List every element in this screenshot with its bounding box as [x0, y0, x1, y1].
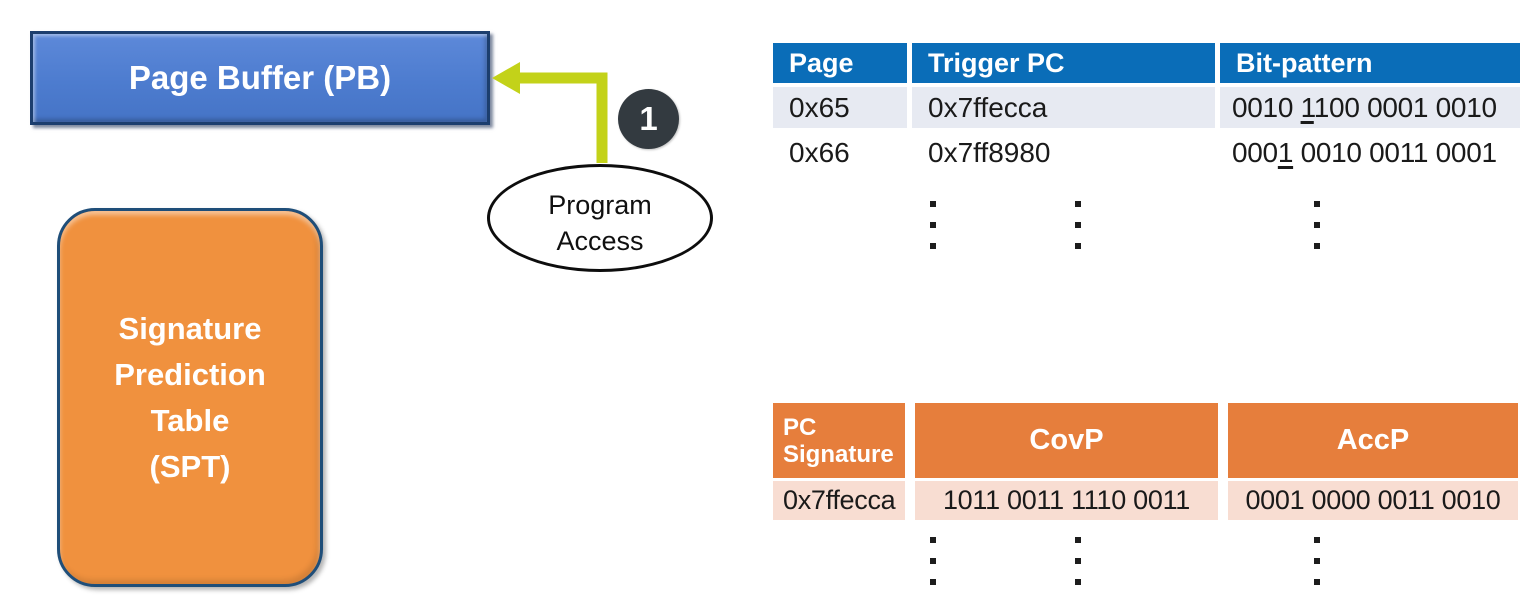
header-cell-accp: AccP — [1228, 403, 1518, 478]
table-header-row: PC Signature CovP AccP — [773, 403, 1518, 478]
table-row: 0x66 0x7ff8980 0001 0010 0011 0001 — [773, 128, 1520, 173]
header-cell-page: Page — [773, 43, 912, 83]
table-cell-trigger-pc: 0x7ffecca — [912, 83, 1220, 128]
spt-box: Signature Prediction Table (SPT) — [57, 208, 323, 587]
header-cell-pc-signature: PC Signature — [773, 403, 915, 478]
table-cell-bit-pattern: 0010 1100 0001 0010 — [1220, 83, 1520, 128]
table-cell-pc-signature: 0x7ffecca — [773, 478, 915, 520]
table-row: 0x7ffecca 1011 0011 1110 0011 0001 0000 … — [773, 478, 1518, 520]
page-buffer-label: Page Buffer (PB) — [128, 59, 392, 96]
program-access-label-line1: Program — [548, 190, 652, 220]
page-buffer-box: Page Buffer (PB) — [30, 31, 490, 125]
table-row: 0x65 0x7ffecca 0010 1100 0001 0010 — [773, 83, 1520, 128]
vertical-ellipsis-icon — [930, 537, 936, 585]
bit-pattern-post: 100 0001 0010 — [1313, 91, 1497, 123]
bit-pattern-underlined-bit: 1 — [1277, 136, 1294, 168]
trigger-pc-table: Page Trigger PC Bit-pattern 0x65 0x7ffec… — [773, 43, 1520, 173]
header-cell-covp: CovP — [915, 403, 1228, 478]
spt-table: PC Signature CovP AccP 0x7ffecca 1011 00… — [773, 403, 1518, 520]
table-cell-page: 0x66 — [773, 128, 912, 173]
table-cell-page: 0x65 — [773, 83, 912, 128]
vertical-ellipsis-icon — [1314, 201, 1320, 249]
table-cell-bit-pattern: 0001 0010 0011 0001 — [1220, 128, 1520, 173]
bit-pattern-underlined-bit: 1 — [1300, 91, 1315, 123]
header-cell-trigger-pc: Trigger PC — [912, 43, 1220, 83]
vertical-ellipsis-icon — [1075, 201, 1081, 249]
spt-label-line: Table — [150, 402, 230, 438]
program-access-label-line2: Access — [556, 226, 644, 256]
bit-pattern-post: 0010 0011 0001 — [1293, 136, 1497, 168]
step-1-badge-label: 1 — [639, 100, 658, 137]
vertical-ellipsis-icon — [930, 201, 936, 249]
table-header-row: Page Trigger PC Bit-pattern — [773, 43, 1520, 83]
bit-pattern-pre: 0010 — [1232, 91, 1301, 123]
spt-label-line: Signature — [118, 310, 262, 346]
header-cell-bit-pattern: Bit-pattern — [1220, 43, 1520, 83]
bit-pattern-pre: 000 — [1232, 136, 1278, 168]
step-1-badge: 1 — [618, 89, 679, 149]
table-cell-trigger-pc: 0x7ff8980 — [912, 128, 1220, 173]
spt-label-line: Prediction — [114, 356, 266, 392]
table-cell-covp: 1011 0011 1110 0011 — [915, 478, 1228, 520]
spt-label-line: (SPT) — [149, 448, 231, 484]
table-cell-accp: 0001 0000 0011 0010 — [1228, 478, 1518, 520]
vertical-ellipsis-icon — [1314, 537, 1320, 585]
program-access-ellipse: Program Access — [487, 164, 713, 272]
vertical-ellipsis-icon — [1075, 537, 1081, 585]
